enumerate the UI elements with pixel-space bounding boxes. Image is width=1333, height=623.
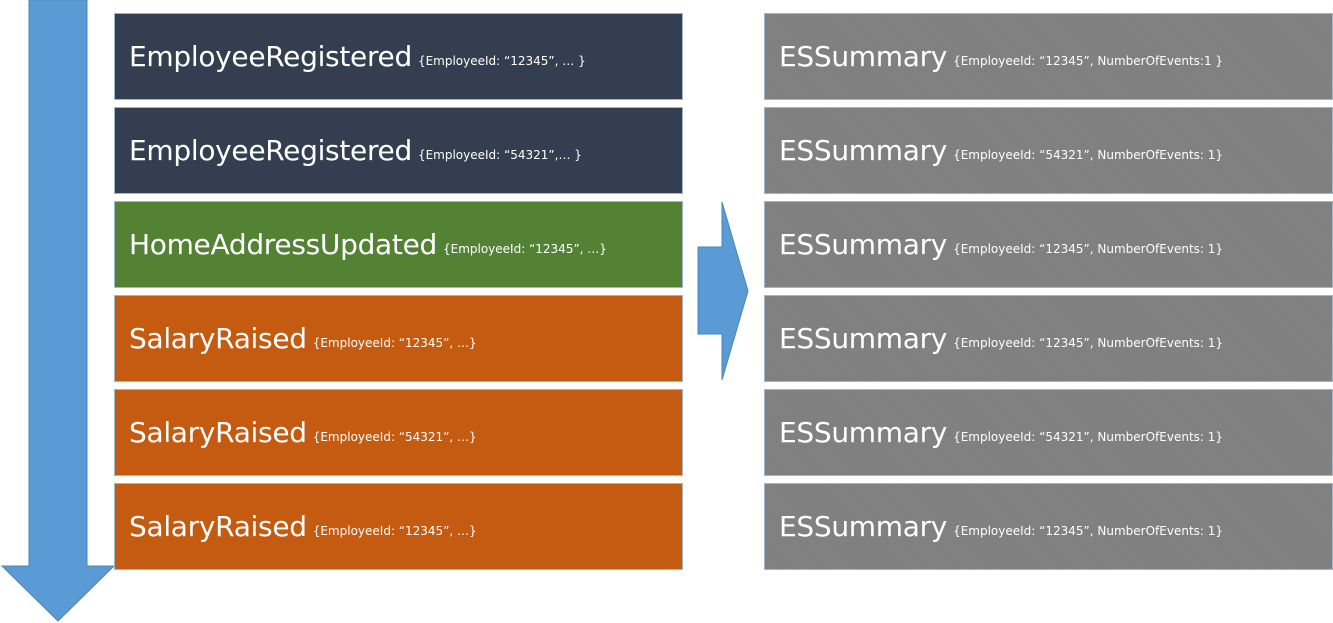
summary-name: ESSummary: [779, 40, 948, 73]
event-box: SalaryRaised {EmployeeId: “54321”, …}: [114, 389, 683, 476]
summary-props: {EmployeeId: “54321”, NumberOfEvents: 1}: [953, 429, 1224, 444]
summary-projection: ESSummary {EmployeeId: “12345”, NumberOf…: [764, 13, 1333, 577]
event-box: HomeAddressUpdated {EmployeeId: “12345”,…: [114, 201, 683, 288]
summary-box: ESSummary {EmployeeId: “12345”, NumberOf…: [764, 295, 1333, 382]
event-props: {EmployeeId: “54321”,… }: [417, 147, 582, 162]
summary-name: ESSummary: [779, 134, 948, 167]
projection-right-arrow-icon: [697, 201, 749, 381]
event-name: EmployeeRegistered: [129, 40, 412, 73]
event-props: {EmployeeId: “12345”, …}: [442, 241, 607, 256]
summary-name: ESSummary: [779, 510, 948, 543]
summary-name: ESSummary: [779, 228, 948, 261]
summary-box: ESSummary {EmployeeId: “12345”, NumberOf…: [764, 483, 1333, 570]
summary-box: ESSummary {EmployeeId: “12345”, NumberOf…: [764, 13, 1333, 100]
summary-box: ESSummary {EmployeeId: “54321”, NumberOf…: [764, 107, 1333, 194]
event-stream: EmployeeRegistered {EmployeeId: “12345”,…: [114, 13, 683, 577]
summary-name: ESSummary: [779, 322, 948, 355]
summary-props: {EmployeeId: “12345”, NumberOfEvents: 1}: [953, 241, 1224, 256]
event-name: SalaryRaised: [129, 510, 307, 543]
summary-props: {EmployeeId: “12345”, NumberOfEvents: 1}: [953, 335, 1224, 350]
event-props: {EmployeeId: “54321”, …}: [312, 429, 477, 444]
event-name: SalaryRaised: [129, 416, 307, 449]
event-props: {EmployeeId: “12345”, …}: [312, 523, 477, 538]
time-down-arrow-icon: [0, 0, 116, 622]
event-box: SalaryRaised {EmployeeId: “12345”, …}: [114, 295, 683, 382]
event-name: HomeAddressUpdated: [129, 228, 437, 261]
event-props: {EmployeeId: “12345”, … }: [417, 53, 586, 68]
event-box: SalaryRaised {EmployeeId: “12345”, …}: [114, 483, 683, 570]
summary-box: ESSummary {EmployeeId: “54321”, NumberOf…: [764, 389, 1333, 476]
event-props: {EmployeeId: “12345”, …}: [312, 335, 477, 350]
summary-props: {EmployeeId: “12345”, NumberOfEvents:1 }: [953, 53, 1224, 68]
summary-name: ESSummary: [779, 416, 948, 449]
event-name: SalaryRaised: [129, 322, 307, 355]
summary-props: {EmployeeId: “12345”, NumberOfEvents: 1}: [953, 523, 1224, 538]
event-name: EmployeeRegistered: [129, 134, 412, 167]
summary-props: {EmployeeId: “54321”, NumberOfEvents: 1}: [953, 147, 1224, 162]
summary-box: ESSummary {EmployeeId: “12345”, NumberOf…: [764, 201, 1333, 288]
event-box: EmployeeRegistered {EmployeeId: “12345”,…: [114, 13, 683, 100]
event-box: EmployeeRegistered {EmployeeId: “54321”,…: [114, 107, 683, 194]
